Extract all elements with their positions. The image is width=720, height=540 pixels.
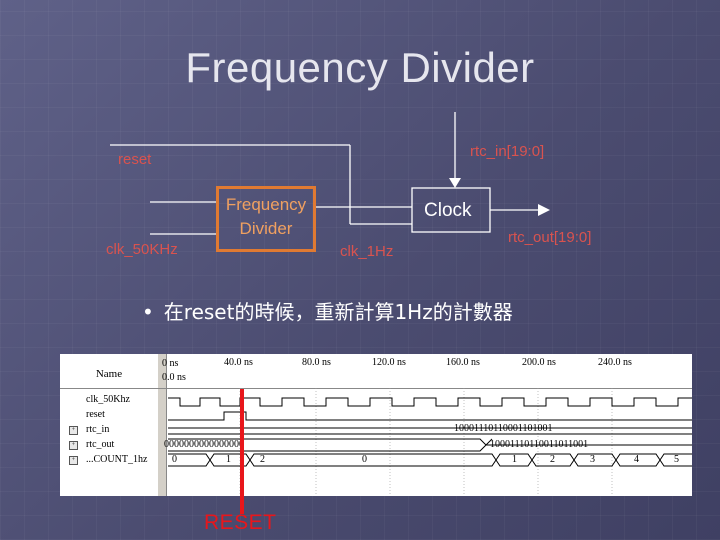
time-header <box>60 354 692 389</box>
signal-rtc-in-label: rtc_in[19:0] <box>470 143 545 160</box>
count-value: 3 <box>590 454 595 465</box>
expand-icon[interactable]: + <box>69 441 78 450</box>
count-value: 0 <box>172 454 177 465</box>
rtc-out-arrowhead <box>538 204 550 216</box>
waveform-panel: Name clk_50Khz reset + rtc_in + rtc_out … <box>60 354 692 496</box>
reset-marker-line <box>240 389 244 514</box>
signal-row-clk[interactable]: clk_50Khz <box>60 392 158 407</box>
column-divider[interactable] <box>158 354 167 496</box>
frequency-divider-box <box>216 186 316 252</box>
cursor-time: 0 ns <box>162 358 179 369</box>
rtc-in-value: 10001110110001101001 <box>454 423 553 434</box>
name-column-header: Name <box>95 368 123 380</box>
time-tick: 200.0 ns <box>522 357 556 368</box>
count-value: 4 <box>634 454 639 465</box>
signal-rtc-out-label: rtc_out[19:0] <box>508 229 592 246</box>
waveform-traces <box>168 388 692 496</box>
reset-trace <box>168 411 692 421</box>
time-tick: 80.0 ns <box>302 357 331 368</box>
signal-name: ...COUNT_1hz <box>86 454 148 465</box>
count-value: 2 <box>550 454 555 465</box>
count-value: 0 <box>362 454 367 465</box>
signal-row-rtc-out[interactable]: + rtc_out <box>60 437 158 452</box>
clk-trace <box>168 397 692 407</box>
rtc-out-value-after: 10001110110011011001 <box>490 439 589 450</box>
rtc-out-value-before: 0000000000000000 <box>164 439 244 450</box>
rtc-in-arrowhead <box>449 178 461 188</box>
expand-icon[interactable]: + <box>69 456 78 465</box>
signal-name: rtc_out <box>86 439 115 450</box>
expand-icon[interactable]: + <box>69 426 78 435</box>
cursor-delta: 0.0 ns <box>162 372 186 383</box>
rtc-out-trace <box>168 438 692 446</box>
bullet-point: •在reset的時候，重新計算1Hz的計數器 <box>142 300 513 324</box>
signal-name-column: Name clk_50Khz reset + rtc_in + rtc_out … <box>60 354 159 496</box>
count-value: 5 <box>674 454 679 465</box>
bullet-text: 在reset的時候，重新計算1Hz的計數器 <box>163 300 513 324</box>
time-tick: 40.0 ns <box>224 357 253 368</box>
count-trace <box>168 453 692 467</box>
time-tick: 120.0 ns <box>372 357 406 368</box>
signal-name: clk_50Khz <box>86 394 130 405</box>
frequency-divider-label: Frequency Divider <box>225 195 307 238</box>
signal-row-reset[interactable]: reset <box>60 407 158 422</box>
signal-name: rtc_in <box>86 424 110 435</box>
clock-label: Clock <box>424 200 472 221</box>
signal-row-count[interactable]: + ...COUNT_1hz <box>60 452 158 467</box>
signal-row-rtc-in[interactable]: + rtc_in <box>60 422 158 437</box>
reset-marker-label: RESET <box>204 511 277 534</box>
signal-clk-50khz-label: clk_50KHz <box>106 241 178 258</box>
count-value: 1 <box>226 454 231 465</box>
count-value: 2 <box>260 454 265 465</box>
slide-title: Frequency Divider <box>185 44 535 91</box>
signal-clk-1hz-label: clk_1Hz <box>340 243 394 260</box>
signal-name: reset <box>86 409 105 420</box>
signal-reset-label: reset <box>118 151 152 168</box>
time-tick: 160.0 ns <box>446 357 480 368</box>
count-value: 1 <box>512 454 517 465</box>
time-tick: 240.0 ns <box>598 357 632 368</box>
